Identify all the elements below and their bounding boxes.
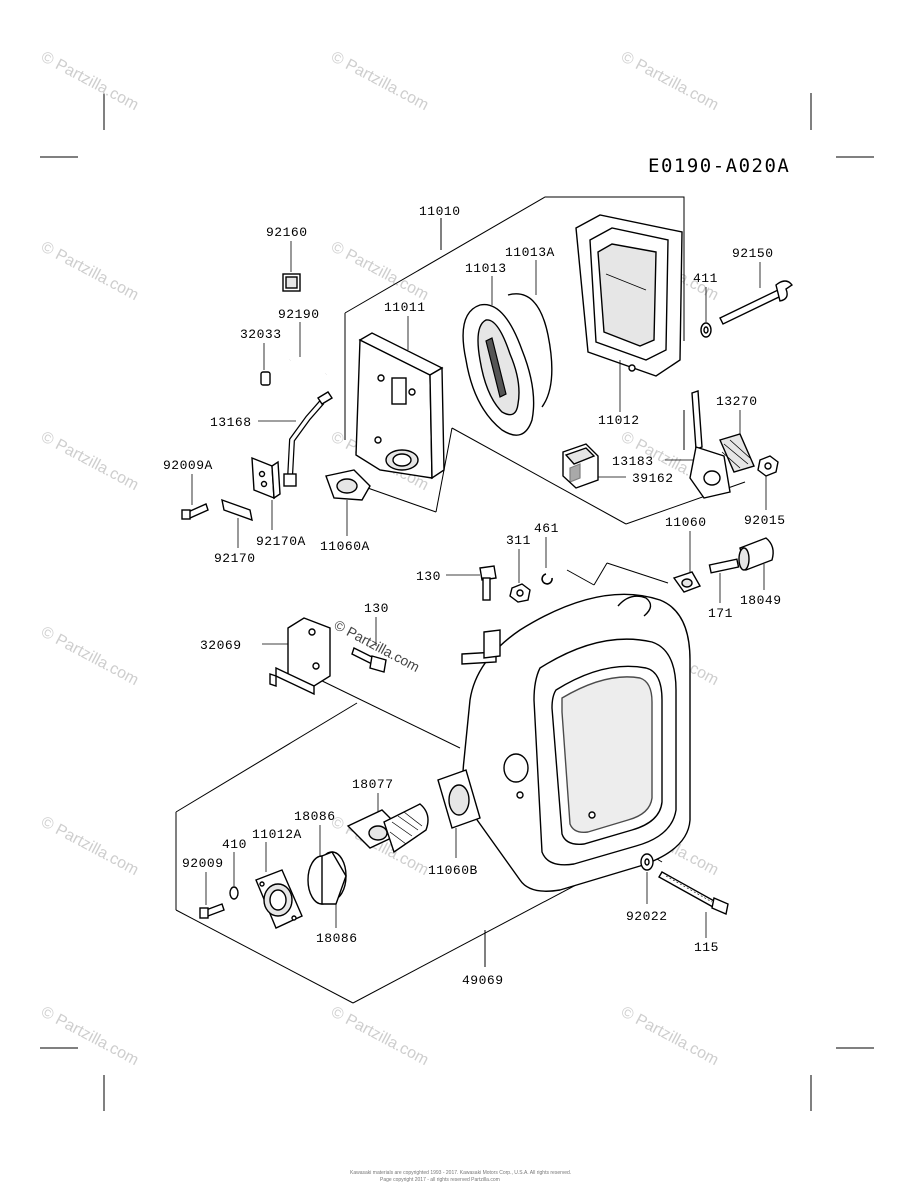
part-92015 — [757, 455, 779, 510]
background-watermarks: © Partzilla.com © Partzilla.com © Partzi… — [38, 49, 721, 1070]
part-muffler-body — [461, 593, 691, 892]
part-411 — [700, 287, 712, 338]
part-92160 — [282, 241, 301, 292]
part-92150 — [719, 262, 794, 325]
part-92170A — [251, 456, 281, 530]
part-18086 — [307, 825, 347, 928]
watermark-text: © Partzilla.com — [328, 1004, 431, 1070]
part-92009A — [181, 474, 209, 520]
crop-marks — [40, 93, 874, 1111]
callout-18086-upper: 18086 — [294, 809, 336, 824]
part-115 — [658, 871, 729, 938]
part-171 — [708, 558, 740, 603]
watermark-text: © Partzilla.com — [618, 49, 721, 115]
callout-32033: 32033 — [240, 327, 282, 342]
diagram-code: E0190-A020A — [648, 155, 790, 177]
callout-115: 115 — [694, 940, 719, 955]
callout-92022: 92022 — [626, 909, 668, 924]
watermark-text: © Partzilla.com — [38, 624, 141, 690]
watermark-text: © Partzilla.com — [618, 1004, 721, 1070]
part-11060B — [437, 769, 481, 858]
callout-130-lower: 130 — [364, 601, 389, 616]
footer-copyright-2: Page copyright 2017 - all rights reserve… — [380, 1177, 500, 1183]
part-11012 — [575, 214, 683, 412]
callout-13168: 13168 — [210, 415, 252, 430]
callout-11013: 11013 — [465, 261, 507, 276]
callout-461: 461 — [534, 521, 559, 536]
part-11060A — [325, 469, 371, 536]
part-39162 — [562, 443, 626, 489]
part-13168 — [258, 391, 333, 487]
watermark-text: © Partzilla.com — [38, 814, 141, 880]
callout-32069: 32069 — [200, 638, 242, 653]
callout-11060A: 11060A — [320, 539, 370, 554]
callout-171: 171 — [708, 606, 733, 621]
part-130-upper — [446, 565, 497, 601]
callout-49069: 49069 — [462, 973, 504, 988]
part-461 — [541, 537, 553, 585]
callout-92170: 92170 — [214, 551, 256, 566]
part-13270 — [719, 410, 755, 473]
callout-311: 311 — [506, 533, 531, 548]
callout-92190: 92190 — [278, 307, 320, 322]
callout-13270: 13270 — [716, 394, 758, 409]
callout-18086-lower: 18086 — [316, 931, 358, 946]
footer-copyright: Kawasaki materials are copyrighted 1993 … — [350, 1170, 571, 1176]
part-92190 — [288, 322, 328, 380]
callout-39162: 39162 — [632, 471, 674, 486]
callout-11060B: 11060B — [428, 863, 478, 878]
callout-411: 411 — [693, 271, 718, 286]
callout-11010: 11010 — [419, 204, 461, 219]
part-32069 — [262, 617, 331, 696]
watermark-text: © Partzilla.com — [38, 49, 141, 115]
callout-11060: 11060 — [665, 515, 707, 530]
part-11012A — [255, 842, 303, 929]
callout-labels: 11010 92160 11013A 11013 92150 411 92190… — [163, 204, 786, 988]
watermark-text: © Partzilla.com — [38, 429, 141, 495]
part-18049 — [738, 537, 774, 590]
callout-11012: 11012 — [598, 413, 640, 428]
callout-410: 410 — [222, 837, 247, 852]
callout-92015: 92015 — [744, 513, 786, 528]
callout-92009: 92009 — [182, 856, 224, 871]
watermark-text: © Partzilla.com — [38, 1004, 141, 1070]
callout-11013A: 11013A — [505, 245, 555, 260]
part-11011 — [355, 316, 445, 480]
callout-130-upper: 130 — [416, 569, 441, 584]
watermark-text: © Partzilla.com — [38, 239, 141, 305]
callout-13183: 13183 — [612, 454, 654, 469]
callout-92160: 92160 — [266, 225, 308, 240]
callout-18049: 18049 — [740, 593, 782, 608]
callout-92170A: 92170A — [256, 534, 306, 549]
callout-92009A: 92009A — [163, 458, 213, 473]
part-13183 — [665, 390, 731, 499]
part-11013 — [462, 260, 553, 436]
part-11060 — [672, 531, 702, 593]
part-311 — [509, 549, 531, 603]
callout-18077: 18077 — [352, 777, 394, 792]
part-32033 — [260, 343, 271, 386]
part-92170 — [221, 498, 253, 548]
part-92009 — [199, 872, 225, 919]
part-130-lower — [351, 617, 387, 673]
watermark-text: © Partzilla.com — [328, 49, 431, 115]
part-92022 — [640, 853, 654, 904]
part-18077 — [346, 793, 429, 854]
callout-11012A: 11012A — [252, 827, 302, 842]
part-410 — [229, 852, 239, 900]
callout-92150: 92150 — [732, 246, 774, 261]
callout-11011: 11011 — [384, 300, 426, 315]
watermark-text: © Partzilla.com — [328, 239, 431, 305]
